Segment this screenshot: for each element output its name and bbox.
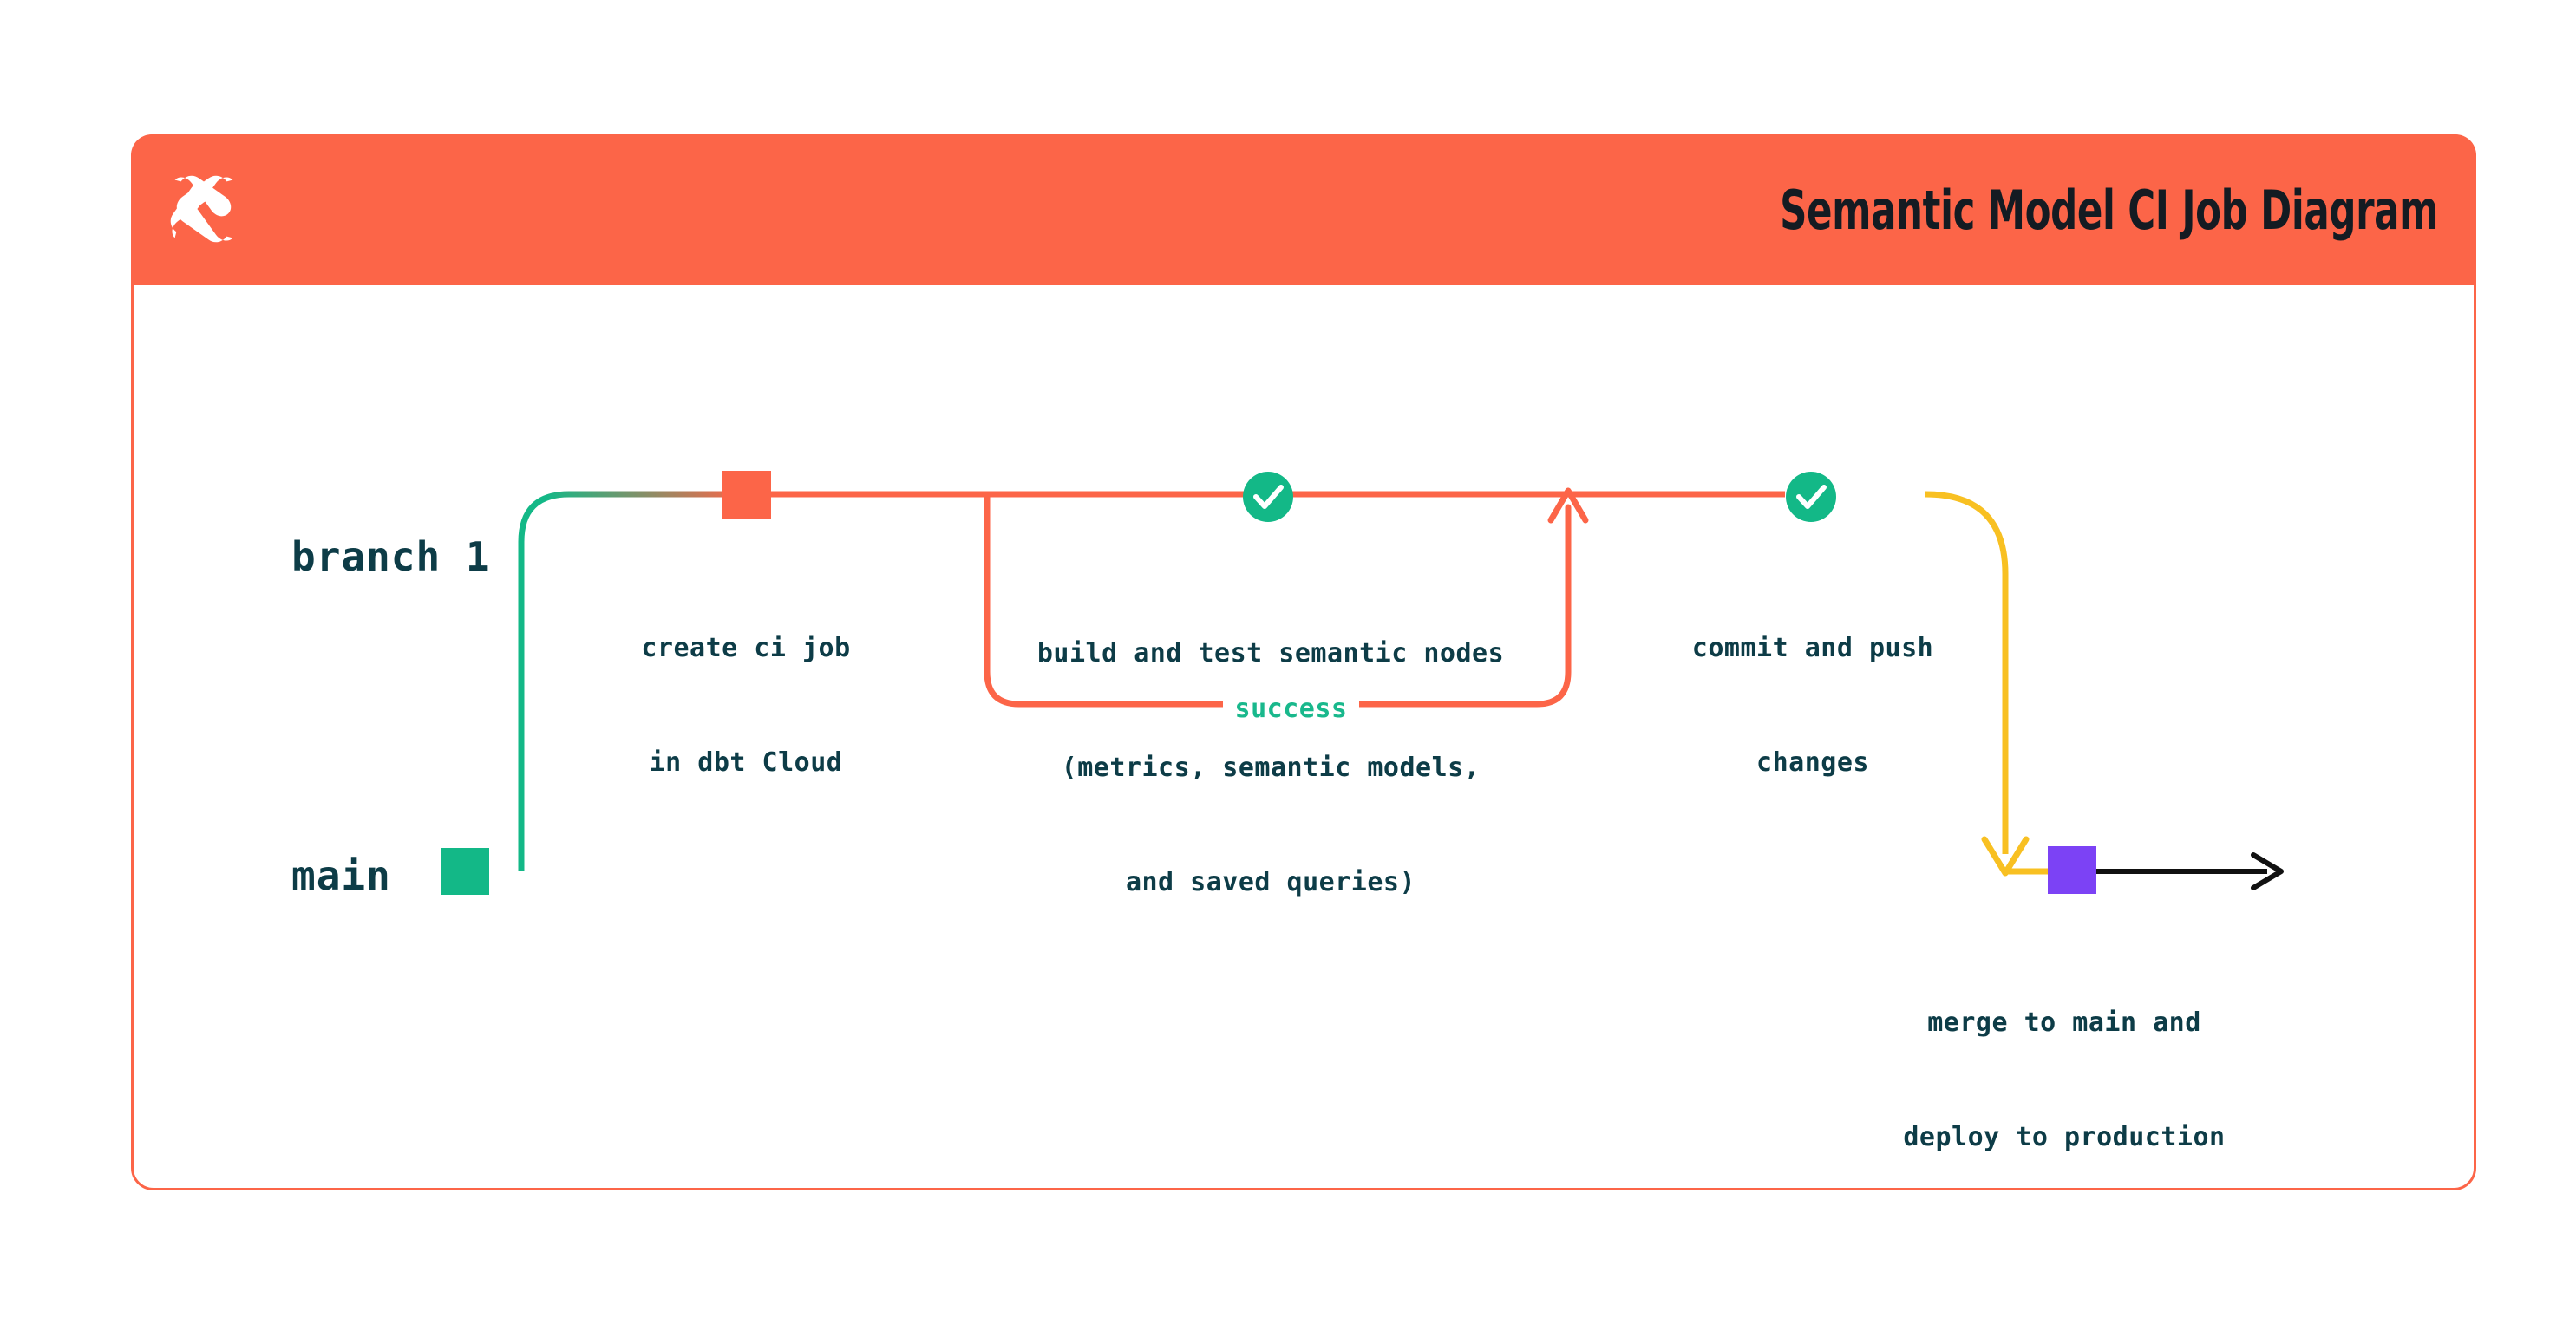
lane-label-main: main [291,852,391,899]
caption-line: changes [1756,747,1869,778]
caption-line: commit and push [1691,633,1934,663]
node-build-and-test[interactable] [1243,472,1293,522]
caption-line: merge to main and [1927,1008,2201,1038]
check-icon [1796,485,1827,509]
caption-merge-to-main: merge to main and deploy to production [1813,928,2316,1233]
caption-line: deploy to production [1903,1122,2226,1152]
caption-create-ci-job: create ci job in dbt Cloud [572,553,919,858]
node-merge-to-main[interactable] [2048,846,2096,894]
check-icon [1253,485,1284,509]
node-main-start[interactable] [441,848,489,895]
caption-line: create ci job [641,633,851,663]
edge-label-success: success [1223,694,1359,724]
caption-line: and saved queries) [1125,867,1416,897]
branch-off-edge [518,491,746,871]
node-create-ci-job[interactable] [722,471,771,519]
caption-line: in dbt Cloud [649,747,843,778]
caption-line: build and test semantic nodes [1036,638,1505,669]
page-title: Semantic Model CI Job Diagram [1779,179,2438,242]
dbt-x-logo-icon [170,175,233,243]
lane-label-branch1: branch 1 [291,533,491,580]
caption-line: (metrics, semantic models, [1061,753,1481,783]
main-continue-arrow [2096,852,2284,890]
card-header: Semantic Model CI Job Diagram [131,134,2476,285]
caption-commit-and-push: commit and push changes [1613,553,2012,858]
merge-down-edge [1925,491,2030,877]
node-commit-and-push[interactable] [1786,472,1836,522]
caption-build-and-test: build and test semantic nodes (metrics, … [980,558,1561,978]
